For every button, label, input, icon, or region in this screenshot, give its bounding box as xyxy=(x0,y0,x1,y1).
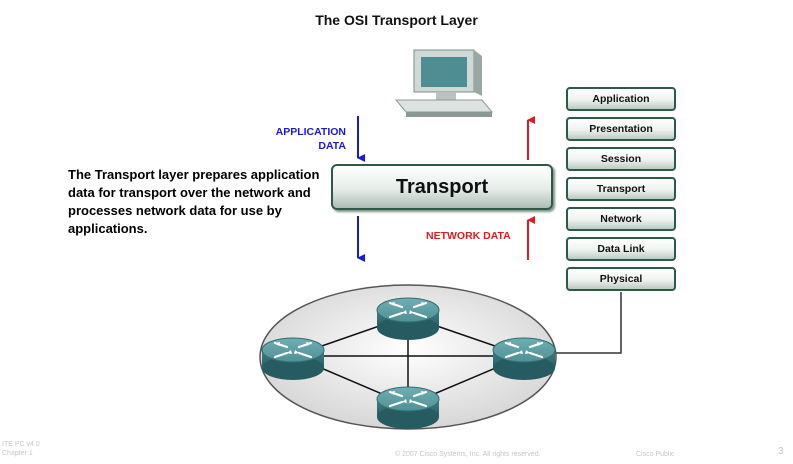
application-data-label-line2: DATA xyxy=(318,140,346,152)
desktop-computer-icon xyxy=(394,49,494,117)
network-data-label: NETWORK DATA xyxy=(426,230,511,242)
osi-layer-network: Network xyxy=(566,207,676,231)
router-icon xyxy=(375,296,441,342)
footer-course-line1: ITE PC v4.0 xyxy=(2,441,40,448)
footer-course-line2: Chapter 1 xyxy=(2,450,33,457)
osi-layer-transport: Transport xyxy=(566,177,676,201)
osi-layer-presentation: Presentation xyxy=(566,117,676,141)
router-icon xyxy=(491,336,557,382)
osi-layer-application: Application xyxy=(566,87,676,111)
router-icon xyxy=(260,336,326,382)
application-data-label-line1: APPLICATION xyxy=(275,126,346,138)
transport-box: Transport xyxy=(331,164,553,210)
diagram-title: The OSI Transport Layer xyxy=(315,12,478,28)
application-data-label: APPLICATION DATA xyxy=(250,125,346,153)
osi-layer-session: Session xyxy=(566,147,676,171)
transport-description: The Transport layer prepares application… xyxy=(68,167,320,236)
router-icon xyxy=(375,385,441,431)
footer-copyright: © 2007 Cisco Systems, Inc. All rights re… xyxy=(395,451,541,458)
osi-layer-data-link: Data Link xyxy=(566,237,676,261)
footer-classification: Cisco Public xyxy=(636,451,675,458)
footer-page-number: 3 xyxy=(778,446,784,457)
physical-layer-connector xyxy=(542,292,622,354)
osi-layer-physical: Physical xyxy=(566,267,676,291)
footer-course: ITE PC v4.0 Chapter 1 xyxy=(2,440,40,458)
